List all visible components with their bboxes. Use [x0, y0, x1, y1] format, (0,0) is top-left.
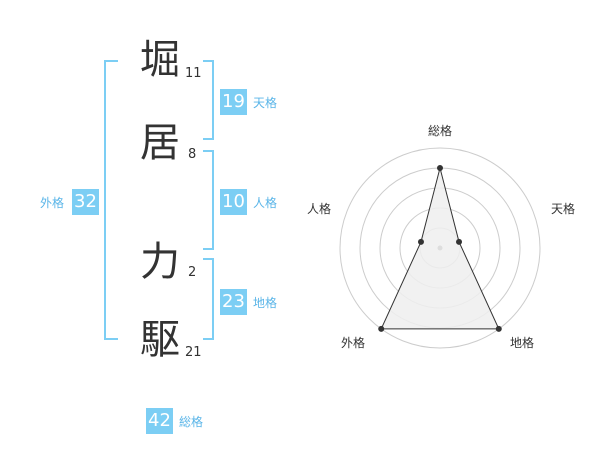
stroke-count-3: 2: [188, 265, 197, 280]
chikaku-value: 23: [220, 289, 247, 315]
radar-center-point: [437, 245, 443, 251]
stroke-count-4: 21: [185, 345, 202, 360]
tenkaku-label: 天格: [253, 96, 278, 110]
name-char-1: 堀: [140, 37, 180, 83]
stroke-count-1: 11: [185, 66, 202, 81]
name-char-3: 力: [140, 239, 180, 285]
gaikaku-bracket: [104, 60, 118, 340]
name-char-4: 駆: [140, 317, 180, 363]
radar-point-3: [495, 325, 502, 332]
radar-label-tenkaku: 天格: [551, 202, 576, 216]
tenkaku-value: 19: [220, 89, 247, 115]
jinkaku-bracket: [203, 150, 214, 250]
soukaku-label: 総格: [179, 415, 204, 429]
radar-label-soukaku: 総格: [428, 124, 453, 138]
radar-label-gaikaku: 外格: [341, 336, 366, 350]
radar-points: [378, 165, 502, 332]
stroke-count-2: 8: [188, 147, 197, 162]
chikaku-bracket: [203, 258, 214, 340]
jinkaku-label: 人格: [253, 196, 278, 210]
radar-ring: [339, 147, 541, 349]
radar-point-2: [456, 238, 463, 245]
soukaku-value: 42: [146, 408, 173, 434]
radar-point-4: [378, 325, 385, 332]
tenkaku-bracket: [203, 60, 214, 140]
chikaku-label: 地格: [253, 296, 278, 310]
radar-point-1: [437, 165, 443, 171]
jinkaku-value: 10: [220, 189, 247, 215]
name-char-2: 居: [140, 120, 180, 166]
gaikaku-label: 外格: [40, 196, 65, 210]
radar-chart: [339, 147, 541, 349]
radar-point-5: [417, 238, 424, 245]
radar-label-jinkaku: 人格: [307, 202, 332, 216]
gaikaku-value: 32: [72, 189, 99, 215]
radar-label-chikaku: 地格: [510, 336, 535, 350]
